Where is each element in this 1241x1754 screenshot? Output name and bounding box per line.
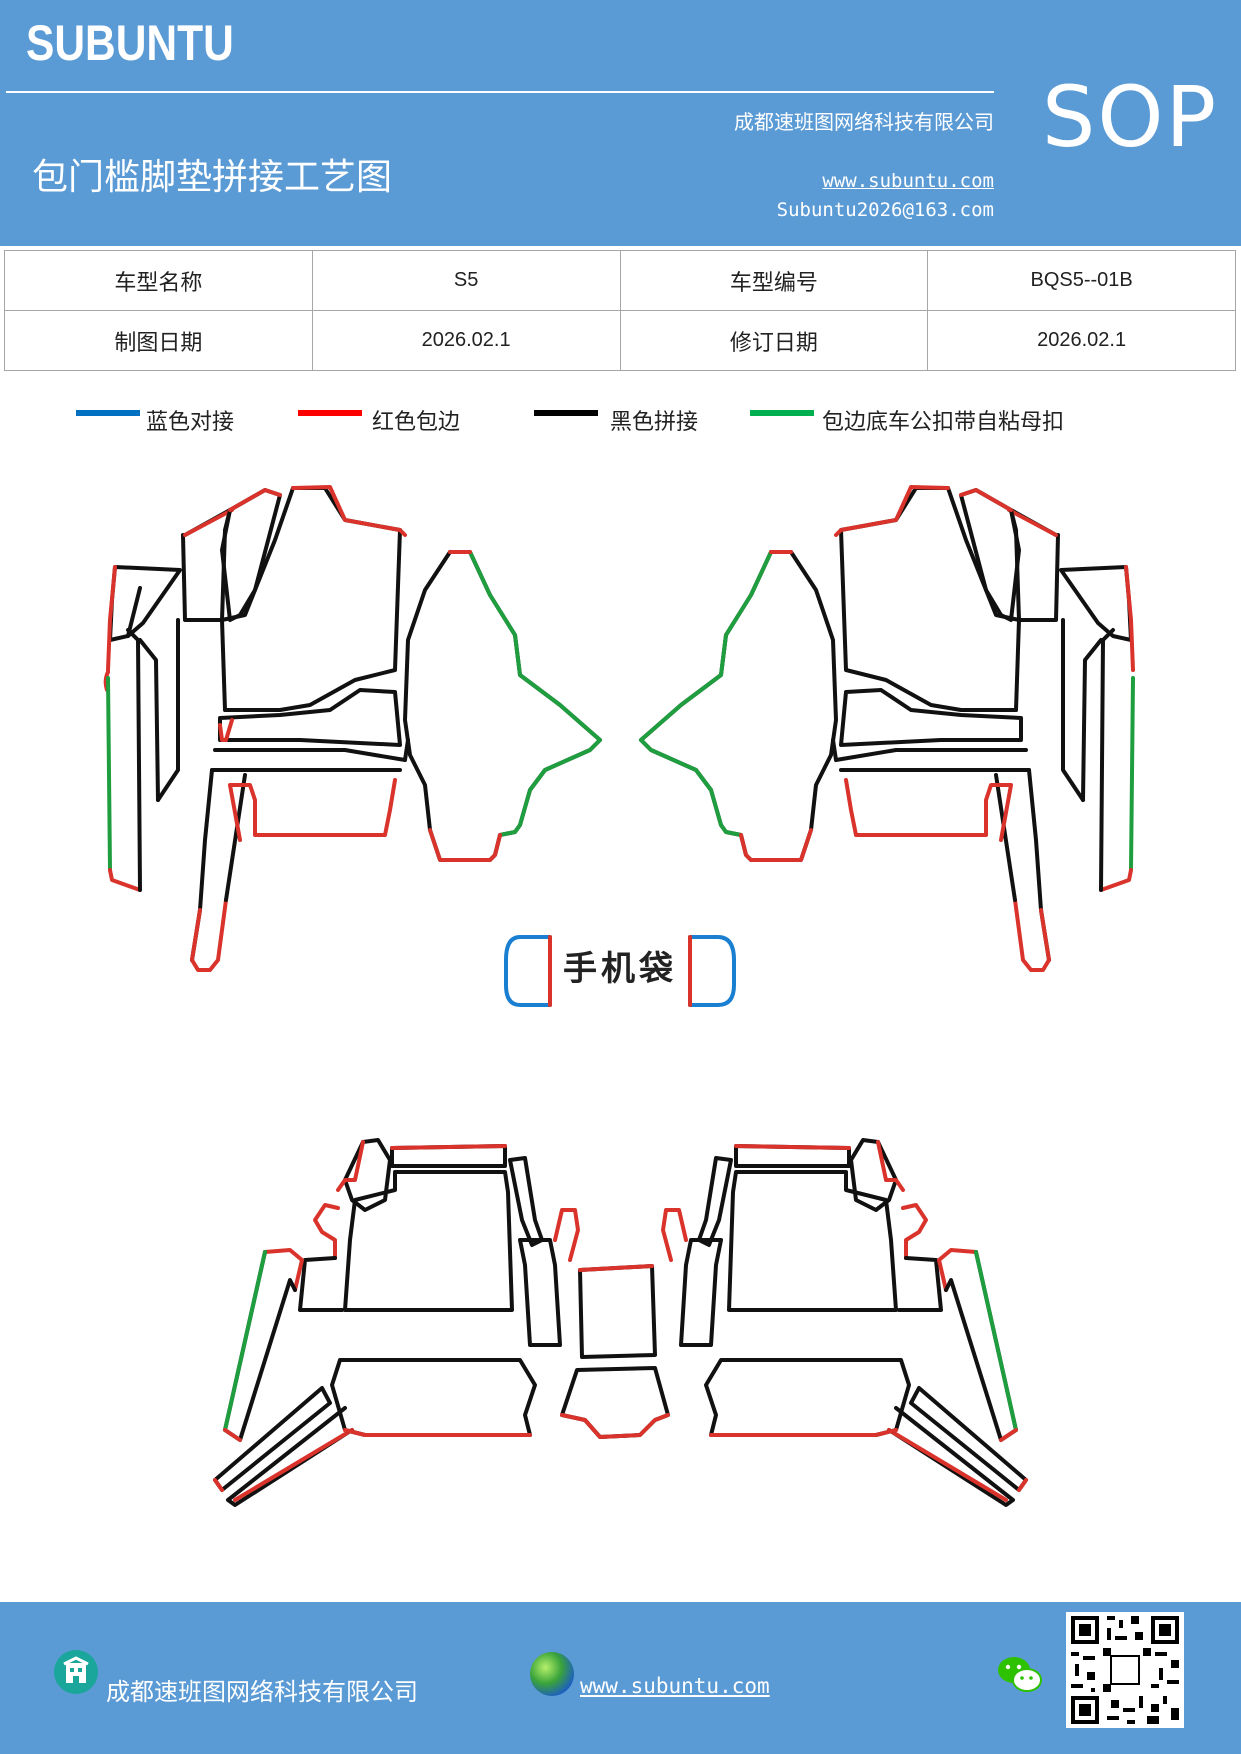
floor-mat-diagram: 手机袋 <box>103 485 1135 1507</box>
header-divider <box>6 91 994 93</box>
header-email: Subuntu2026@163.com <box>776 199 994 221</box>
footer-banner: 成都速班图网络科技有限公司 www.subuntu.com <box>0 1602 1241 1754</box>
rear-mat-set <box>213 1138 670 1507</box>
sop-label: SOP <box>1042 68 1219 166</box>
page-title: 包门槛脚垫拼接工艺图 <box>32 157 393 198</box>
draw-date-value: 2026.02.1 <box>311 310 621 371</box>
legend-label: 蓝色对接 <box>146 410 235 435</box>
model-name-label: 车型名称 <box>4 250 313 311</box>
globe-icon <box>530 1652 574 1696</box>
brand-logo: SUBUNTU <box>26 15 234 71</box>
front-left-mat <box>103 485 602 972</box>
legend-swatch-green <box>750 410 814 416</box>
header-website-link[interactable]: www.subuntu.com <box>822 170 994 192</box>
phone-pocket-label: 手机袋 <box>563 949 677 989</box>
vehicle-info-table: 车型名称 S5 车型编号 BQS5--01B 制图日期 2026.02.1 修订… <box>4 250 1236 371</box>
legend-label: 红色包边 <box>372 410 461 435</box>
rear-mat-set-right <box>661 1138 1028 1507</box>
draw-date-label: 制图日期 <box>4 310 313 371</box>
table-row: 制图日期 2026.02.1 修订日期 2026.02.1 <box>4 310 1236 371</box>
footer-company-name: 成都速班图网络科技有限公司 <box>106 1678 418 1706</box>
legend-swatch-black <box>534 410 598 416</box>
revise-date-label: 修订日期 <box>619 310 929 371</box>
legend-swatch-blue <box>76 410 140 416</box>
header-banner: SUBUNTU 成都速班图网络科技有限公司 包门槛脚垫拼接工艺图 www.sub… <box>0 0 1241 246</box>
footer-website-link[interactable]: www.subuntu.com <box>580 1674 770 1698</box>
model-code-label: 车型编号 <box>619 250 929 311</box>
header-company-name: 成都速班图网络科技有限公司 <box>734 110 994 134</box>
wechat-icon <box>996 1654 1044 1696</box>
model-code-value: BQS5--01B <box>927 250 1236 311</box>
phone-pocket <box>504 935 736 1007</box>
table-row: 车型名称 S5 车型编号 BQS5--01B <box>4 250 1236 311</box>
building-icon <box>54 1650 98 1694</box>
legend-label: 黑色拼接 <box>610 410 699 435</box>
color-legend: 蓝色对接 红色包边 黑色拼接 包边底车公扣带自粘母扣 <box>0 400 1241 440</box>
legend-swatch-red <box>298 410 362 416</box>
legend-label: 包边底车公扣带自粘母扣 <box>822 410 1065 435</box>
qr-code-image <box>1066 1612 1184 1728</box>
model-name-value: S5 <box>311 250 621 311</box>
front-right-mat <box>639 485 1135 972</box>
revise-date-value: 2026.02.1 <box>927 310 1236 371</box>
